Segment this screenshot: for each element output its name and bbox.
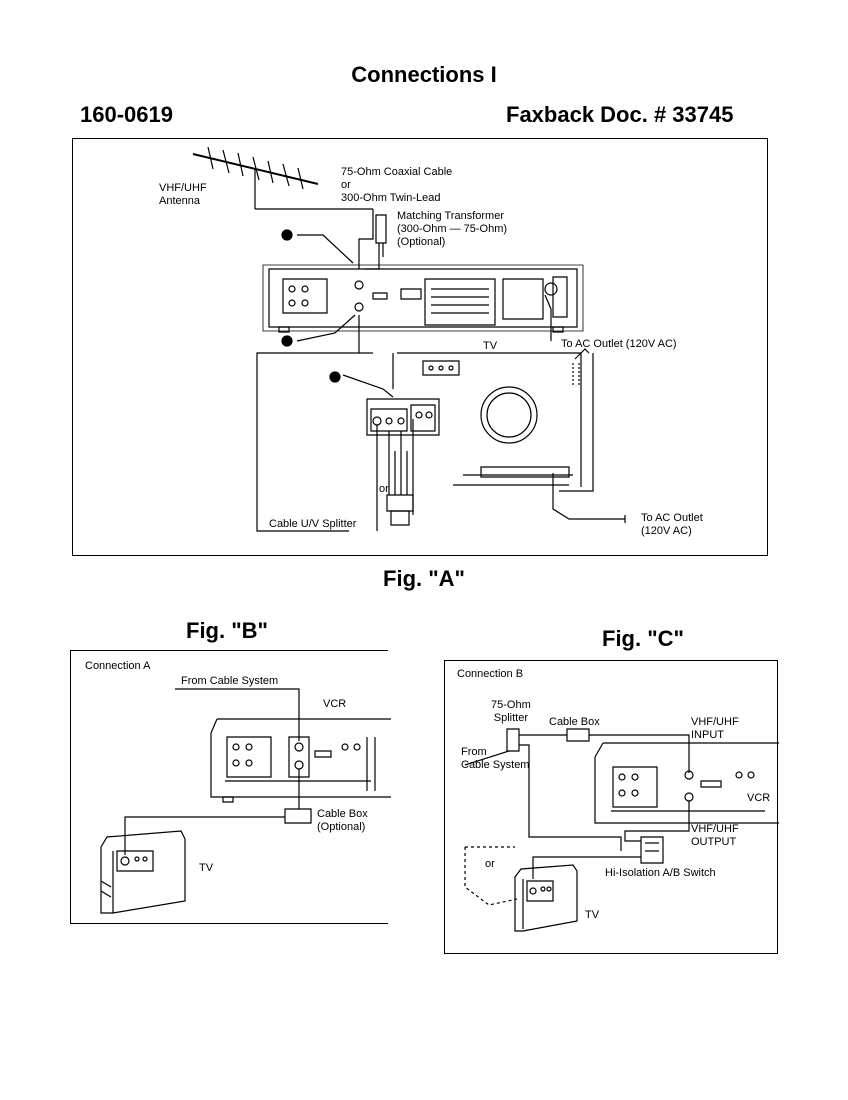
ab-switch-icon — [641, 837, 663, 863]
figure-a-drawing — [73, 139, 769, 557]
matching-transformer-label: Matching Transformer (300-Ohm — 75-Ohm) … — [397, 210, 508, 248]
model-number: 160-0619 — [80, 102, 173, 127]
ab-switch-label: Hi-Isolation A/B Switch — [605, 867, 716, 879]
figure-a-caption: Fig. "A" — [383, 566, 465, 591]
or-label: or — [485, 858, 495, 870]
tv-unit — [515, 865, 577, 931]
vcr-label: VCR — [747, 792, 771, 804]
faxback-doc-number: Faxback Doc. # 33745 — [506, 102, 734, 127]
ac-outlet-vcr-label: To AC Outlet (120V AC) — [561, 338, 677, 350]
callout-2-icon — [282, 336, 292, 346]
splitter-label: Cable U/V Splitter — [269, 518, 357, 530]
from-cable-system-label: From Cable System — [461, 746, 530, 771]
figure-b-frame: Connection A From Cable System VCR Cable… — [70, 650, 388, 924]
vcr-unit — [263, 265, 583, 332]
callout-3-icon — [330, 372, 340, 382]
cable-box-label: Cable Box (Optional) — [317, 808, 368, 833]
connection-b-label: Connection B — [457, 668, 524, 680]
matching-transformer-icon — [365, 215, 386, 269]
connection-a-label: Connection A — [85, 660, 151, 672]
figure-c-drawing — [445, 661, 779, 955]
page-title: Connections I — [351, 62, 497, 87]
figure-c-caption: Fig. "C" — [602, 626, 684, 651]
vcr-label: VCR — [323, 698, 347, 710]
splitter-panel — [343, 375, 439, 531]
splitter-icon — [507, 729, 519, 751]
splitter-label: 75-Ohm Splitter — [491, 699, 531, 724]
ac-outlet-tv-label: To AC Outlet (120V AC) — [641, 512, 703, 537]
coaxial-cable-label: 75-Ohm Coaxial Cable or 300-Ohm Twin-Lea… — [341, 166, 453, 204]
figure-c-frame: Connection B 75-Ohm Splitter Cable Box F… — [444, 660, 778, 954]
vcr-unit — [211, 719, 391, 802]
tv-label: TV — [199, 862, 214, 874]
callout-1-icon — [282, 230, 292, 240]
figure-a-frame: VHF/UHF Antenna 75-Ohm Coaxial Cable or … — [72, 138, 768, 556]
from-cable-system-label: From Cable System — [181, 675, 279, 687]
figure-b-caption: Fig. "B" — [186, 618, 268, 643]
vcr-unit — [595, 743, 779, 823]
antenna-icon — [193, 147, 373, 209]
tv-unit — [101, 831, 185, 913]
tv-rear — [393, 349, 593, 491]
figure-b-drawing — [71, 651, 389, 925]
or-label: or — [379, 483, 389, 495]
vhf-uhf-output-label: VHF/UHF OUTPUT — [691, 823, 739, 848]
tv-label: TV — [585, 909, 600, 921]
cable-box-label: Cable Box — [549, 716, 600, 728]
vhf-uhf-input-label: VHF/UHF INPUT — [691, 716, 739, 741]
tv-label: TV — [483, 340, 498, 352]
cable-box-icon — [285, 809, 311, 823]
antenna-label: VHF/UHF Antenna — [159, 182, 207, 207]
cable-box-icon — [567, 729, 589, 741]
